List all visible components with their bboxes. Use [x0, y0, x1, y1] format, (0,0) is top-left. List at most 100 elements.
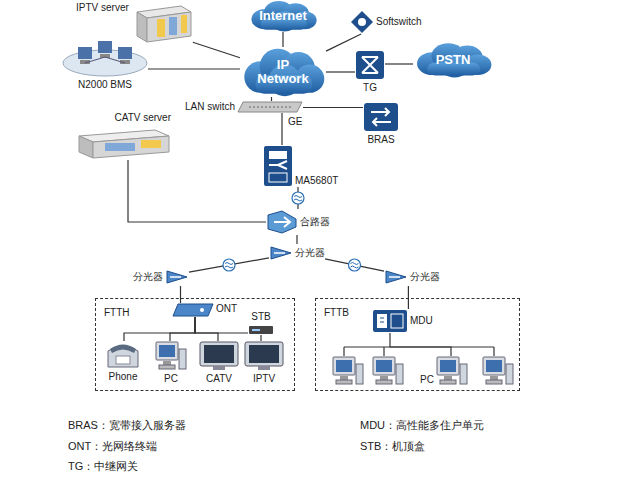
- pc-icon-part: [333, 357, 355, 375]
- network-cloud: PSTN: [413, 42, 493, 78]
- ont-device: ONT: [172, 303, 237, 317]
- mdu-icon-part: [373, 310, 407, 332]
- network-link: [128, 160, 266, 222]
- tv-icon-part: [249, 345, 279, 363]
- pc-icon-part: [179, 349, 186, 369]
- network-link: [148, 68, 240, 69]
- pc-icon-part: [340, 376, 348, 380]
- network-link: [124, 317, 195, 341]
- server-icon-part: [137, 12, 147, 42]
- bus-drop: [343, 347, 344, 356]
- device-label: PC: [420, 374, 434, 386]
- device-label: 分光器: [133, 271, 163, 283]
- catvs-icon-part: [93, 136, 169, 158]
- catvs-icon-part: [141, 140, 161, 148]
- split-device: 分光器: [133, 268, 189, 286]
- mdu-icon: [372, 309, 408, 333]
- network-cloud: Internet: [248, 0, 318, 32]
- tg-icon: [355, 50, 385, 80]
- pc-icon-part: [373, 357, 395, 375]
- mdu-icon-part: [391, 314, 403, 328]
- split-icon-part: [271, 247, 291, 259]
- fiber-wave: [225, 263, 233, 269]
- pc-icon-part: [159, 365, 175, 369]
- ma-icon: [263, 145, 293, 187]
- lan-icon: [237, 101, 303, 113]
- device-label: 合路器: [300, 216, 330, 228]
- ont-icon-part: [200, 308, 204, 312]
- bras-icon-part: [371, 108, 391, 126]
- pc-icon-part: [159, 345, 175, 357]
- device-label: STB: [251, 311, 270, 323]
- tv-icon-part: [213, 366, 225, 370]
- server-icon-part: [169, 17, 177, 35]
- hlq-icon-part: [274, 217, 290, 227]
- tv-icon-part: [200, 342, 238, 366]
- pc-icon: [483, 357, 513, 384]
- network-link: [195, 317, 248, 333]
- network-link: [180, 286, 181, 303]
- glossary-note: MDU：高性能多住户单元: [360, 419, 484, 431]
- lan-icon-part: [238, 102, 302, 112]
- cloud-shape-part: [417, 43, 491, 77]
- pc-icon: [436, 356, 468, 386]
- device-label: IPTV server: [76, 2, 129, 14]
- split-icon: [165, 268, 189, 286]
- device-label: MA5680T: [295, 175, 338, 187]
- pc-icon-part: [486, 360, 502, 372]
- glossary-note: TG：中继网关: [68, 460, 138, 472]
- device-label: LAN switch: [185, 101, 235, 113]
- ma-icon-part: [269, 161, 287, 169]
- n2000-icon-part: [63, 50, 147, 76]
- tv-icon-part: [204, 345, 234, 363]
- mdu-device: MDU: [372, 309, 433, 333]
- ma-icon-part: [269, 151, 287, 159]
- ma-icon-part: [269, 173, 287, 182]
- cloud-label: Internet: [259, 9, 307, 23]
- tv-icon-part: [245, 342, 283, 366]
- fiber-ring: [223, 259, 235, 271]
- group-title: FTTB: [324, 307, 349, 319]
- bras-device: BRAS: [363, 102, 399, 146]
- device-label: CATV server: [115, 112, 172, 124]
- catvs-icon-part: [79, 136, 93, 158]
- fiber-ring: [349, 259, 361, 271]
- network-link: [282, 32, 283, 47]
- device-label: 分光器: [410, 271, 440, 283]
- glossary-note: STB：机顶盒: [360, 440, 425, 452]
- pc-icon-part: [356, 364, 363, 384]
- server-icon-part: [181, 15, 187, 33]
- phone-icon-part: [110, 345, 136, 354]
- soft-icon-part: [351, 11, 373, 33]
- pc-icon-part: [376, 380, 392, 384]
- split-icon-part: [389, 276, 400, 278]
- cloud-shape-part: [252, 1, 317, 31]
- device-label: 分光器: [295, 247, 325, 259]
- device-label: MDU: [410, 315, 433, 327]
- network-link: [260, 335, 261, 341]
- network-link: [193, 42, 240, 58]
- n2000-device: N2000 BMS: [62, 33, 148, 91]
- bus-drop: [493, 347, 494, 356]
- network-link: [326, 34, 361, 51]
- network-link: [325, 259, 384, 271]
- network-link: [170, 317, 195, 341]
- tv-device: CATV: [199, 341, 239, 385]
- pc-icon-part: [490, 376, 498, 380]
- pc-icon-part: [336, 380, 352, 384]
- pc-icon-part: [437, 357, 459, 375]
- split-icon-part: [274, 252, 285, 254]
- phone-icon-part: [116, 356, 130, 364]
- network-link: [296, 235, 297, 244]
- fiber-wave: [294, 196, 302, 202]
- pc-icon: [155, 341, 187, 371]
- server-device: IPTV server: [76, 2, 193, 44]
- catvs-device: CATV server: [75, 112, 171, 160]
- server-icon-part: [147, 12, 191, 42]
- hlq-icon: [266, 209, 298, 235]
- mdu-icon-part: [380, 318, 384, 322]
- device-label: IPTV: [253, 373, 275, 385]
- phone-icon: [104, 341, 142, 369]
- ont-icon-part: [173, 304, 213, 316]
